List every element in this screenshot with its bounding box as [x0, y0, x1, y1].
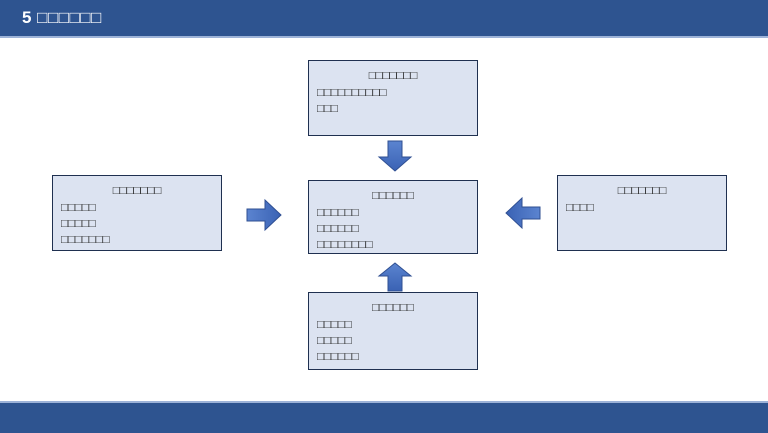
diagram-box-left[interactable]: □□□□□□□ □□□□□ □□□□□ □□□□□□□	[52, 175, 222, 251]
diagram-box-left-line-1: □□□□□	[61, 202, 96, 214]
diagram-box-center-title: □□□□□□	[372, 190, 414, 202]
diagram-box-left-line-3: □□□□□□□	[61, 234, 110, 246]
diagram-box-bottom-line-3: □□□□□□	[317, 351, 359, 363]
diagram-box-bottom-line-2: □□□□□	[317, 335, 352, 347]
diagram-box-center-line-1: □□□□□□	[317, 207, 359, 219]
diagram-box-top-line-1: □□□□□□□□□□	[317, 87, 387, 99]
slide-footer-band	[0, 403, 768, 433]
diagram-box-left-line-2: □□□□□	[61, 218, 96, 230]
diagram-box-bottom-line-1: □□□□□	[317, 319, 352, 331]
diagram-box-center-line-3: □□□□□□□□	[317, 239, 373, 251]
diagram-box-right-title: □□□□□□□	[617, 185, 667, 197]
arrow-down-icon	[377, 140, 413, 172]
arrow-left-icon	[505, 196, 541, 230]
diagram-box-top-line-2: □□□	[317, 103, 338, 115]
arrow-up-icon	[377, 262, 413, 292]
diagram-box-right-line-1: □□□□	[566, 202, 594, 214]
slide-header-underline	[0, 36, 768, 38]
page-title: 5 □□□□□□	[22, 8, 102, 27]
diagram-box-center[interactable]: □□□□□□ □□□□□□ □□□□□□ □□□□□□□□	[308, 180, 478, 254]
diagram-box-right[interactable]: □□□□□□□ □□□□	[557, 175, 727, 251]
diagram-box-top-title: □□□□□□□	[368, 70, 418, 82]
diagram-box-bottom[interactable]: □□□□□□ □□□□□ □□□□□ □□□□□□	[308, 292, 478, 370]
slide-footer-topline	[0, 401, 768, 403]
diagram-box-top[interactable]: □□□□□□□ □□□□□□□□□□ □□□	[308, 60, 478, 136]
arrow-right-icon	[246, 198, 282, 232]
diagram-box-bottom-title: □□□□□□	[372, 302, 414, 314]
slide-header-band	[0, 0, 768, 36]
diagram-box-left-title: □□□□□□□	[112, 185, 162, 197]
diagram-box-center-line-2: □□□□□□	[317, 223, 359, 235]
